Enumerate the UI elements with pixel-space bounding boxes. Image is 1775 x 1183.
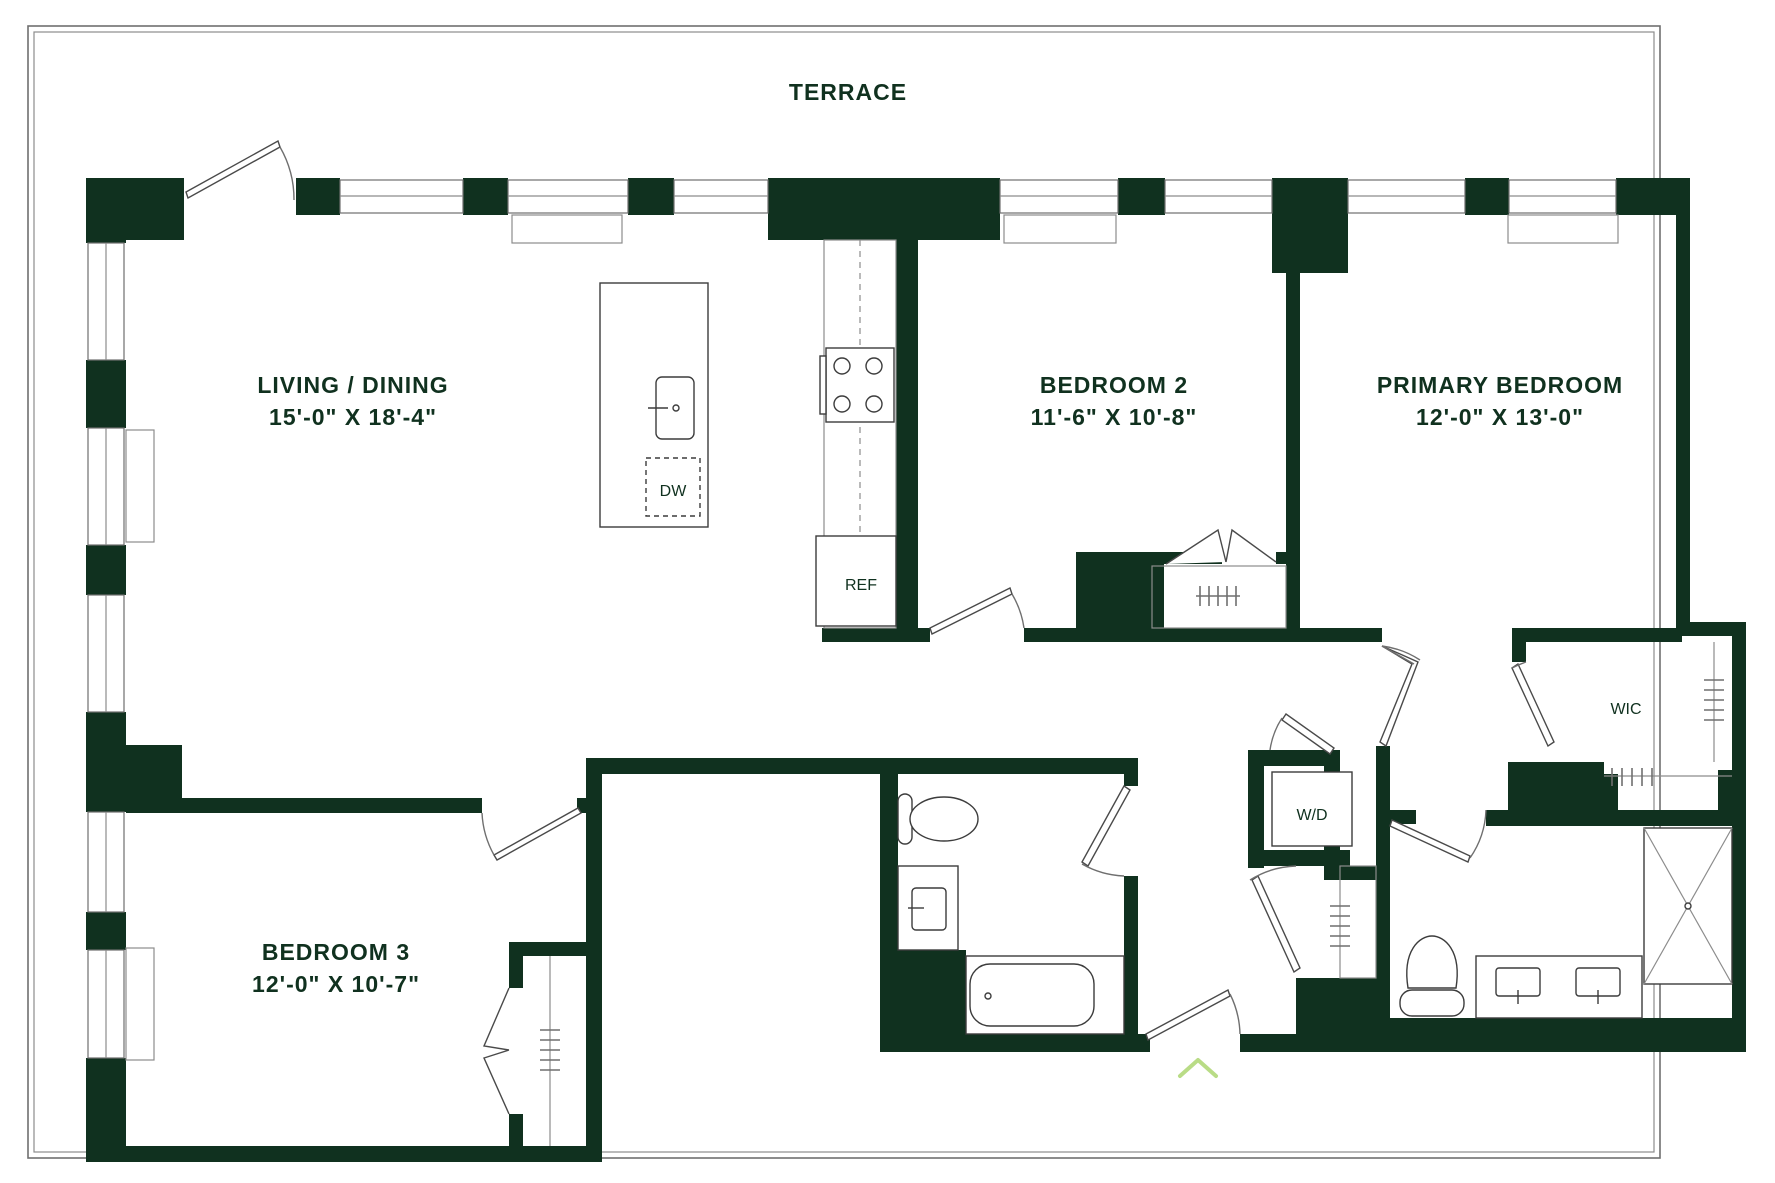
kitchen: [599, 239, 897, 629]
primary-bedroom-size: 12'-0" X 13'-0": [1416, 404, 1584, 430]
dishwasher-label: DW: [660, 483, 688, 500]
bedroom-3-label: BEDROOM 3: [262, 939, 410, 965]
bath-1: [897, 793, 1125, 1035]
walls: [86, 178, 1746, 1162]
refrigerator-label: REF: [845, 577, 877, 594]
terrace-label: TERRACE: [789, 79, 907, 105]
living-dining-size: 15'-0" X 18'-4": [269, 404, 437, 430]
bedroom-2-size: 11'-6" X 10'-8": [1031, 404, 1198, 430]
primary-bedroom-label: PRIMARY BEDROOM: [1377, 372, 1623, 398]
living-dining-label: LIVING / DINING: [257, 372, 448, 398]
terrace-outline: [27, 25, 1661, 1159]
primary-bath: [1399, 827, 1733, 1019]
closet-rods: [540, 565, 1732, 1146]
doors: [185, 139, 1555, 1115]
laundry: [1271, 771, 1353, 847]
walk-in-closet-label: WIC: [1610, 701, 1641, 718]
bedroom-3-size: 12'-0" X 10'-7": [252, 971, 420, 997]
windows: [87, 179, 1619, 1061]
washer-dryer-label: W/D: [1296, 807, 1327, 824]
entry-arrow-icon: [1178, 1058, 1218, 1078]
bedroom-2-label: BEDROOM 2: [1040, 372, 1188, 398]
